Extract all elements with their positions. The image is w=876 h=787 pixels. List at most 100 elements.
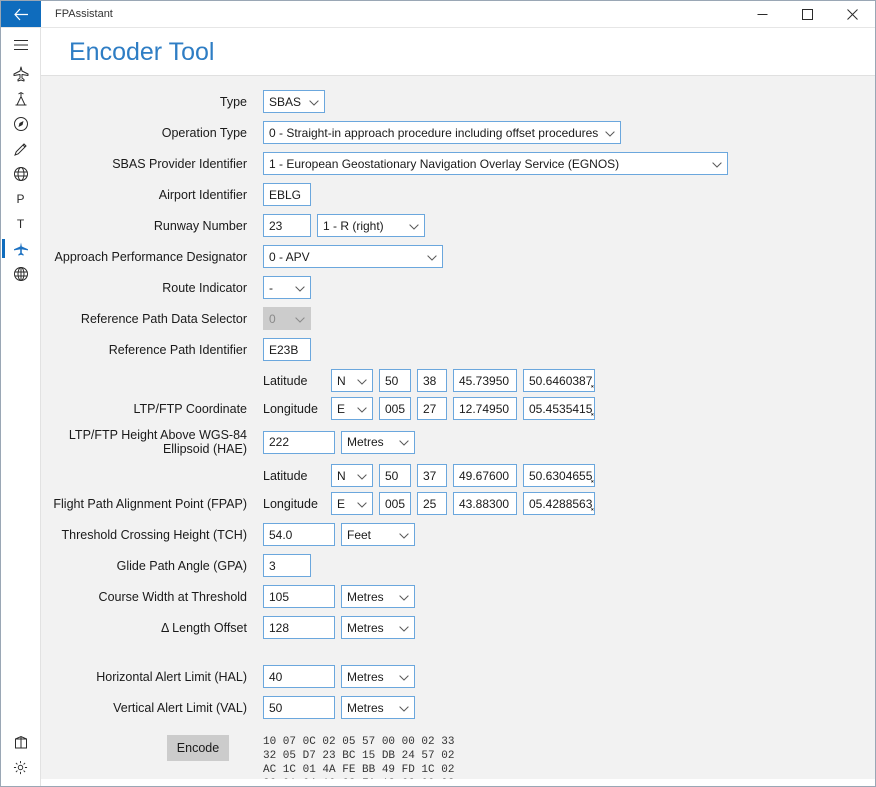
hal-unit-select[interactable]: Metres [341, 665, 415, 688]
fpap-longitude-hemisphere-select[interactable]: E [331, 492, 373, 515]
chevron-down-icon [295, 312, 305, 326]
val-input[interactable]: 50 [263, 696, 335, 719]
course-width-unit-value: Metres [347, 589, 384, 604]
fpap-longitude-seconds-input[interactable]: 43.88300 [453, 492, 517, 515]
chevron-down-icon [399, 435, 409, 449]
runway-letter-select[interactable]: 1 - R (right) [317, 214, 425, 237]
gear-settings-icon [13, 760, 28, 775]
fpap-longitude-decimal-input[interactable]: 05.4288563͓ [523, 492, 595, 515]
airport-identifier-input[interactable]: EBLG [263, 183, 311, 206]
maximize-button[interactable] [785, 1, 830, 27]
row-runway-number: Runway Number 23 1 - R (right) [41, 214, 875, 237]
sidebar-item-antenna[interactable] [1, 86, 40, 111]
ltp-longitude-decimal-input[interactable]: 05.4535415͓ [523, 397, 595, 420]
hal-input[interactable]: 40 [263, 665, 335, 688]
fpap-latitude-hemisphere-select[interactable]: N [331, 464, 373, 487]
row-fpap-longitude: Flight Path Alignment Point (FPAP) Longi… [41, 492, 875, 515]
ltp-latitude-hemisphere-select[interactable]: N [331, 369, 373, 392]
sidebar-item-edit[interactable] [1, 136, 40, 161]
ltp-latitude-minutes-input[interactable]: 38 [417, 369, 447, 392]
fpap-latitude-hemisphere-value: N [337, 468, 346, 483]
row-course-width: Course Width at Threshold 105 Metres [41, 585, 875, 608]
sidebar-item-package[interactable] [1, 730, 40, 755]
tch-input[interactable]: 54.0 [263, 523, 335, 546]
row-airport-identifier: Airport Identifier EBLG [41, 183, 875, 206]
close-icon [847, 8, 858, 20]
val-unit-select[interactable]: Metres [341, 696, 415, 719]
sidebar-item-compass[interactable] [1, 111, 40, 136]
sidebar-item-t[interactable]: T [1, 211, 40, 236]
sidebar-item-encoder[interactable] [1, 236, 40, 261]
runway-number-input[interactable]: 23 [263, 214, 311, 237]
approach-performance-designator-select[interactable]: 0 - APV [263, 245, 443, 268]
label-fpap: Flight Path Alignment Point (FPAP) [53, 496, 247, 511]
reference-path-data-selector-value: 0 [269, 311, 276, 326]
hal-unit-value: Metres [347, 669, 384, 684]
operation-type-select[interactable]: 0 - Straight-in approach procedure inclu… [263, 121, 621, 144]
fpap-latitude-degrees-input[interactable]: 50 [379, 464, 411, 487]
airplane-icon [13, 242, 28, 256]
minimize-icon [757, 13, 768, 15]
sidebar-item-p[interactable]: P [1, 186, 40, 211]
ltp-latitude-seconds-input[interactable]: 45.73950 [453, 369, 517, 392]
length-offset-unit-select[interactable]: Metres [341, 616, 415, 639]
length-offset-input[interactable]: 128 [263, 616, 335, 639]
sidebar-item-globe-grid[interactable] [1, 261, 40, 286]
ltp-longitude-minutes-input[interactable]: 27 [417, 397, 447, 420]
compass-gauge-icon [13, 116, 28, 131]
row-hae: LTP/FTP Height Above WGS-84 Ellipsoid (H… [41, 428, 875, 456]
tch-unit-value: Feet [347, 527, 372, 542]
type-select[interactable]: SBAS [263, 90, 325, 113]
label-approach-performance-designator: Approach Performance Designator [54, 249, 247, 264]
ltp-latitude-degrees-input[interactable]: 50 [379, 369, 411, 392]
app-name: FPAssistant [55, 8, 113, 20]
label-airport-identifier: Airport Identifier [158, 187, 247, 202]
chevron-down-icon [399, 590, 409, 604]
globe-icon [13, 166, 28, 181]
fpap-latitude-seconds-input[interactable]: 49.67600 [453, 464, 517, 487]
chevron-down-icon [295, 281, 305, 295]
encode-section: Encode 10 07 0C 02 05 57 00 00 02 33 32 … [41, 735, 875, 779]
row-type: Type SBAS [41, 90, 875, 113]
row-gpa: Glide Path Angle (GPA) 3 [41, 554, 875, 577]
ltp-longitude-seconds-input[interactable]: 12.74950 [453, 397, 517, 420]
sbas-provider-select[interactable]: 1 - European Geostationary Navigation Ov… [263, 152, 728, 175]
label-reference-path-identifier: Reference Path Identifier [108, 342, 247, 357]
ltp-longitude-hemisphere-select[interactable]: E [331, 397, 373, 420]
val-unit-value: Metres [347, 700, 384, 715]
sidebar-item-globe[interactable] [1, 161, 40, 186]
fpap-latitude-minutes-input[interactable]: 37 [417, 464, 447, 487]
globe-grid-icon [13, 266, 28, 281]
route-indicator-select[interactable]: - [263, 276, 311, 299]
main-content: Encoder Tool Type SBAS [41, 28, 875, 786]
sidebar-item-aircraft[interactable] [1, 61, 40, 86]
label-tch: Threshold Crossing Height (TCH) [61, 527, 247, 542]
hae-input[interactable]: 222 [263, 430, 335, 454]
hae-unit-select[interactable]: Metres [341, 430, 415, 454]
sidebar-item-settings[interactable] [1, 755, 40, 780]
ltp-longitude-degrees-input[interactable]: 005 [379, 397, 411, 420]
package-box-icon [14, 735, 27, 749]
pencil-icon [13, 142, 27, 156]
sidebar-item-menu[interactable] [1, 32, 40, 57]
encode-button[interactable]: Encode [167, 735, 229, 761]
fpap-longitude-minutes-input[interactable]: 25 [417, 492, 447, 515]
hamburger-menu-icon [13, 39, 28, 50]
minimize-button[interactable] [740, 1, 785, 27]
label-gpa: Glide Path Angle (GPA) [116, 558, 247, 573]
back-button[interactable] [1, 1, 41, 27]
row-ltp-ftp-latitude: Latitude N 50 38 45.73950 50.6460387͓ [41, 369, 875, 392]
fpap-longitude-degrees-input[interactable]: 005 [379, 492, 411, 515]
label-ltp-longitude: Longitude [263, 401, 318, 416]
runway-letter-value: 1 - R (right) [323, 218, 384, 233]
reference-path-identifier-input[interactable]: E23B [263, 338, 311, 361]
ltp-latitude-decimal-input[interactable]: 50.6460387͓ [523, 369, 595, 392]
row-operation-type: Operation Type 0 - Straight-in approach … [41, 121, 875, 144]
row-sbas-provider: SBAS Provider Identifier 1 - European Ge… [41, 152, 875, 175]
close-button[interactable] [830, 1, 875, 27]
course-width-unit-select[interactable]: Metres [341, 585, 415, 608]
course-width-input[interactable]: 105 [263, 585, 335, 608]
fpap-latitude-decimal-input[interactable]: 50.6304655͓ [523, 464, 595, 487]
gpa-input[interactable]: 3 [263, 554, 311, 577]
tch-unit-select[interactable]: Feet [341, 523, 415, 546]
